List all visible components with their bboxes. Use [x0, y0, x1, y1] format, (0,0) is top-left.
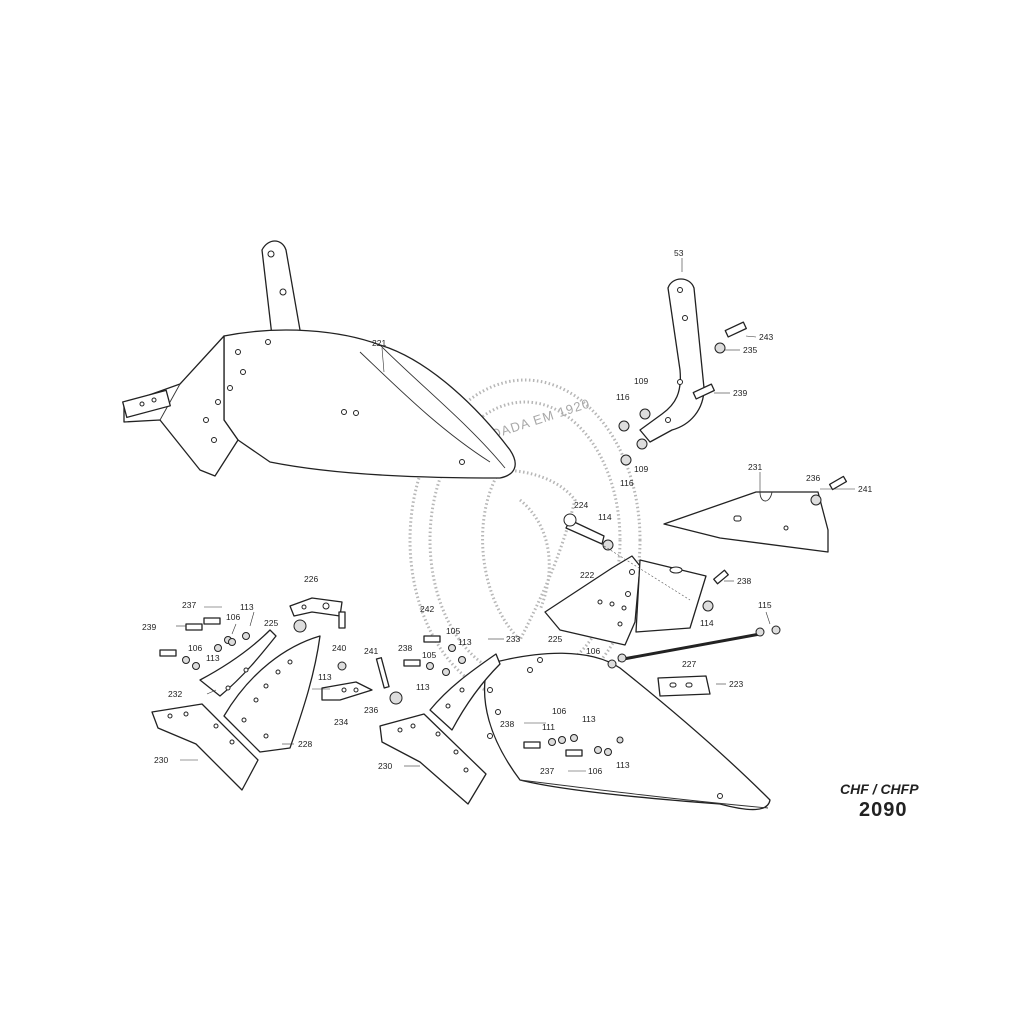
label-105-mid: 105 — [422, 650, 436, 660]
part-226-clip — [289, 597, 343, 617]
label-106-left-mid: 106 — [188, 643, 202, 653]
label-53: 53 — [674, 248, 684, 258]
label-239-top: 239 — [733, 388, 747, 398]
label-115: 115 — [758, 600, 772, 610]
label-113-center-top: 113 — [458, 637, 472, 647]
label-113-left-top: 113 — [240, 602, 254, 612]
part-231-blade — [663, 491, 829, 553]
label-233: 233 — [506, 634, 520, 644]
label-234: 234 — [334, 717, 348, 727]
label-239-left: 239 — [142, 622, 156, 632]
label-106-bottom-top: 106 — [552, 706, 566, 716]
label-240: 240 — [332, 643, 346, 653]
label-241-center: 241 — [364, 646, 378, 656]
part-234-clip — [321, 681, 373, 701]
label-227: 227 — [682, 659, 696, 669]
label-113-left-mid: 113 — [206, 653, 220, 663]
label-238-bottom: 238 — [500, 719, 514, 729]
part-230-share-right — [379, 713, 487, 805]
label-226: 226 — [304, 574, 318, 584]
label-111: 111 — [542, 722, 555, 732]
part-230-share-left — [151, 703, 259, 791]
label-109-bottom: 109 — [634, 464, 648, 474]
label-235: 235 — [743, 345, 757, 355]
part-225-moldboard — [483, 652, 771, 811]
label-237-bottom: 237 — [540, 766, 554, 776]
part-221-moldboard — [122, 240, 516, 479]
part-222-plate — [544, 555, 707, 646]
label-225-right: 225 — [548, 634, 562, 644]
label-116-bottom: 116 — [620, 478, 634, 488]
label-230-right: 230 — [378, 761, 392, 771]
label-106-bottom: 106 — [588, 766, 602, 776]
part-232-shin — [199, 629, 277, 697]
label-105-top: 105 — [446, 626, 460, 636]
label-241-top: 241 — [858, 484, 872, 494]
part-115-rod — [617, 625, 781, 662]
label-225-left: 225 — [264, 618, 278, 628]
sheet-code: 2090 — [859, 799, 908, 821]
label-231: 231 — [748, 462, 762, 472]
label-113-center: 113 — [318, 672, 332, 682]
part-233-shin — [429, 653, 501, 731]
leader-lines — [176, 258, 855, 772]
label-113-bottom-top: 113 — [582, 714, 596, 724]
part-228-moldboard-section — [223, 635, 321, 753]
label-238-right: 238 — [737, 576, 751, 586]
label-236-top: 236 — [806, 473, 820, 483]
label-237-left: 237 — [182, 600, 196, 610]
label-221: 221 — [372, 338, 386, 348]
label-114-right: 114 — [700, 618, 714, 628]
label-106-left-top: 106 — [226, 612, 240, 622]
part-53-leg — [639, 278, 705, 443]
part-223-bracket — [657, 675, 711, 697]
hardware-group — [159, 321, 848, 757]
label-222: 222 — [580, 570, 594, 580]
label-243: 243 — [759, 332, 773, 342]
label-238-center: 238 — [398, 643, 412, 653]
label-114-top: 114 — [598, 512, 612, 522]
label-232: 232 — [168, 689, 182, 699]
label-106-right: 106 — [586, 646, 600, 656]
label-242: 242 — [420, 604, 434, 614]
label-228: 228 — [298, 739, 312, 749]
label-113-center-mid: 113 — [416, 682, 430, 692]
label-236-center: 236 — [364, 705, 378, 715]
model-label: CHF / CHFP — [840, 781, 919, 797]
label-223: 223 — [729, 679, 743, 689]
label-116-top: 116 — [616, 392, 630, 402]
callout-labels: 221 53 243 235 109 116 239 109 116 231 2… — [142, 248, 872, 776]
label-230-left: 230 — [154, 755, 168, 765]
label-109-top: 109 — [634, 376, 648, 386]
label-113-bottom: 113 — [616, 760, 630, 770]
label-224: 224 — [574, 500, 588, 510]
